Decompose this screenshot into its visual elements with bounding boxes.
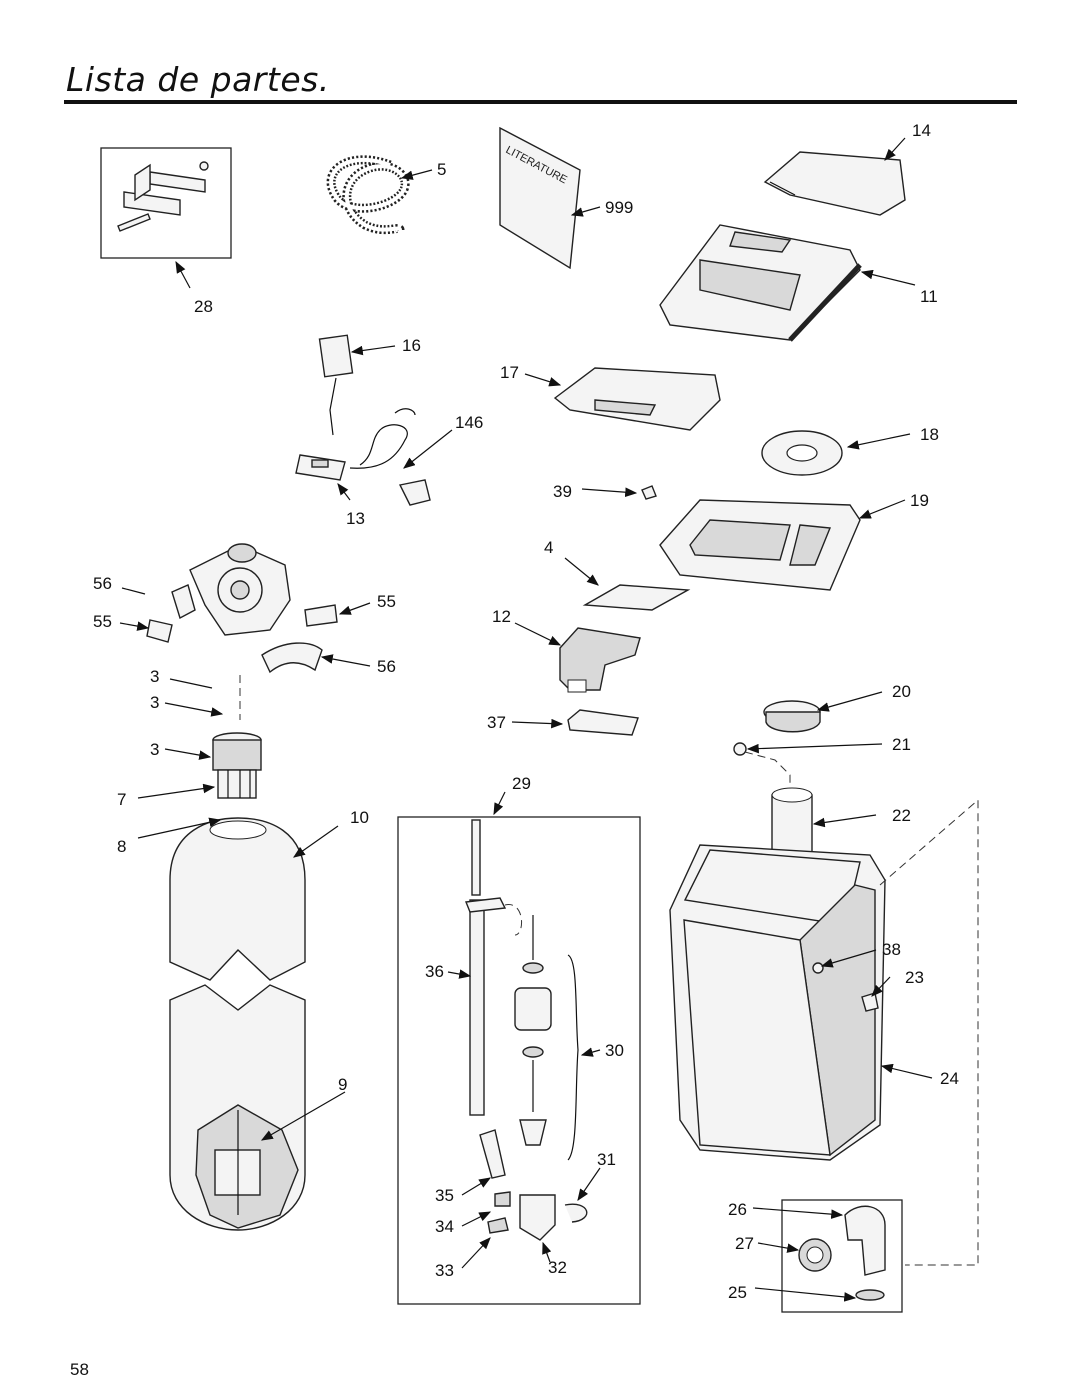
callout-3: 3 xyxy=(150,667,159,686)
callout-25: 25 xyxy=(728,1283,747,1302)
part-19-salt-tray xyxy=(659,499,861,591)
page-number: 58 xyxy=(70,1360,89,1379)
callout-27: 27 xyxy=(735,1234,754,1253)
callout-37: 37 xyxy=(487,713,506,732)
callout-33: 33 xyxy=(435,1261,454,1280)
part-39-clip xyxy=(641,485,657,500)
callout-55: 55 xyxy=(377,592,396,611)
callout-20: 20 xyxy=(892,682,911,701)
part-28-bracket-kit xyxy=(100,147,232,259)
part-13-control-panel xyxy=(295,454,346,481)
part-26-27-25-overflow-fittings xyxy=(781,1199,903,1313)
callout-8: 8 xyxy=(117,837,126,856)
callout-12: 12 xyxy=(492,607,511,626)
callout-11: 11 xyxy=(920,287,938,306)
part-146-wire-harness xyxy=(349,408,431,506)
valve-motor-assembly xyxy=(146,543,338,674)
callout-22: 22 xyxy=(892,806,911,825)
callout-5: 5 xyxy=(437,160,446,179)
callout-3: 3 xyxy=(150,693,159,712)
callout-146: 146 xyxy=(455,413,483,432)
callout-16: 16 xyxy=(402,336,421,355)
callout-labels: 14 5 999 11 28 16 17 146 18 39 19 13 4 5… xyxy=(93,121,959,1302)
callout-17: 17 xyxy=(500,363,519,382)
callout-55: 55 xyxy=(93,612,112,631)
part-14-lid xyxy=(763,151,906,216)
callout-32: 32 xyxy=(548,1258,567,1277)
callout-9: 9 xyxy=(338,1075,347,1094)
part-12-valve-cap xyxy=(559,627,641,693)
part-21-clip xyxy=(733,742,747,756)
callout-7: 7 xyxy=(117,790,126,809)
callout-21: 21 xyxy=(892,735,911,754)
callout-26: 26 xyxy=(728,1200,747,1219)
part-24-cabinet xyxy=(669,844,886,1161)
callout-19: 19 xyxy=(910,491,929,510)
callout-31: 31 xyxy=(597,1150,616,1169)
callout-38: 38 xyxy=(882,940,901,959)
part-10-mineral-tank xyxy=(169,817,306,1231)
callout-10: 10 xyxy=(350,808,369,827)
distributor-parts xyxy=(212,675,262,799)
callout-35: 35 xyxy=(435,1186,454,1205)
part-17-salt-lid xyxy=(553,367,721,431)
callout-30: 30 xyxy=(605,1041,624,1060)
part-16-transformer xyxy=(318,334,354,436)
callout-999: 999 xyxy=(605,198,633,217)
callout-13: 13 xyxy=(346,509,365,528)
callout-24: 24 xyxy=(940,1069,959,1088)
callout-23: 23 xyxy=(905,968,924,987)
callout-3: 3 xyxy=(150,740,159,759)
title-rule xyxy=(64,100,1017,104)
callout-36: 36 xyxy=(425,962,444,981)
page-title: Lista de partes. xyxy=(66,60,330,99)
callout-29: 29 xyxy=(512,774,531,793)
callout-56: 56 xyxy=(93,574,112,593)
part-29-brine-assembly xyxy=(397,816,641,1305)
callout-14: 14 xyxy=(912,121,931,140)
part-18-gasket xyxy=(761,430,843,476)
callout-28: 28 xyxy=(194,297,213,316)
part-4-sheet xyxy=(582,584,691,611)
callout-39: 39 xyxy=(553,482,572,501)
part-999-literature: LITERATURE xyxy=(499,126,581,270)
part-5-coiled-tubing xyxy=(326,155,410,235)
callout-18: 18 xyxy=(920,425,939,444)
callout-56: 56 xyxy=(377,657,396,676)
part-20-cap xyxy=(763,700,821,733)
callout-34: 34 xyxy=(435,1217,454,1236)
part-11-top-cover xyxy=(659,224,862,342)
leader-lines xyxy=(119,137,933,1302)
callout-4: 4 xyxy=(544,538,553,557)
part-37-small-tray xyxy=(567,709,639,736)
